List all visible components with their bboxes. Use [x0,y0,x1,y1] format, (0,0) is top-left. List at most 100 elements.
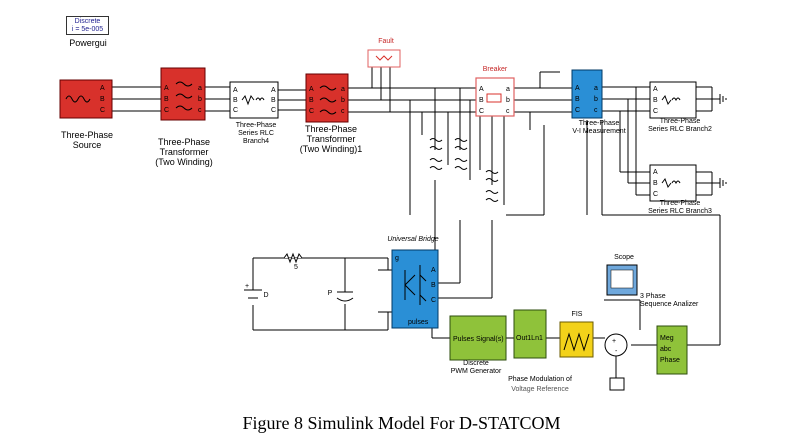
t2-in-port-a: A [309,86,314,93]
fault-icon [375,55,393,61]
coupling-coil-icon [429,138,443,150]
breaker-out-port-b: b [506,97,510,104]
seq-analyzer-label: 3 Phase Sequence Analizer [640,293,699,308]
dc-plus: + [245,283,249,290]
dc-source-icon [244,288,262,299]
vi-out-port-a: a [594,85,598,92]
coil-icon [175,81,193,111]
fis-label: FIS [571,311,583,318]
rlc4-label: Three-Phase Series RLC Branch4 [235,122,277,145]
sum-block [604,333,628,357]
vi-in-port-b: B [575,96,580,103]
ground-icon-1 [719,94,727,104]
coupling-coil-icon [454,158,468,170]
fault-block [367,49,401,68]
breaker-in-port-c: C [479,108,484,115]
rlc3-block [649,164,697,202]
breaker-out-port-c: c [506,108,510,115]
sum-minus: - [615,348,618,355]
rlc2-port-c: C [653,108,658,115]
vi-out-port-c: c [594,107,598,114]
source-port-b: B [100,96,105,103]
t2-out-port-c: c [341,108,345,115]
igbt-icon [404,265,427,305]
rlc4-in-port-c: C [233,107,238,114]
coupling-coil-icon [485,190,499,202]
scope-screen-icon [610,269,634,289]
pwm-port-text: Pulses Signal(s) [453,336,504,343]
breaker-icon [486,93,502,103]
vi-in-port-c: C [575,107,580,114]
seq-port-1: abc [660,346,672,353]
sine-icon [65,95,91,103]
out-block [513,309,547,359]
t1-in-port-a: A [164,85,169,92]
coupling-coil-icon [485,170,499,182]
breaker-out-port-a: a [506,86,510,93]
rlc4-in-port-a: A [233,87,238,94]
fault-label: Fault [378,38,394,45]
wires [112,67,721,380]
rlc3-label: Three-Phase Series RLC Branch3 [648,200,712,215]
bridge-port-pulses: pulses [408,319,429,326]
t2-in-port-c: C [309,108,314,115]
t1-in-port-c: C [164,107,169,114]
coupling-coil-icon [429,158,443,170]
pwm-generator-block [449,315,507,361]
fis-block [559,321,594,358]
sum-plus: + [612,338,616,345]
rlc4-out-port-a: A [271,87,276,94]
rlc2-icon [661,94,681,106]
transformer2-label: Three-Phase Transformer (Two Winding)1 [299,124,363,154]
rlc3-port-b: B [653,180,658,187]
vi-out-port-b: b [594,96,598,103]
t1-out-port-c: c [198,107,202,114]
rlc2-block [649,81,697,119]
transformer1-block[interactable] [160,67,206,121]
breaker-block [475,77,515,117]
transformer1-label: Three-Phase Transformer (Two Winding) [155,137,213,167]
sequence-analyzer-block [656,325,688,375]
resistor-icon [283,252,303,264]
seq-port-0: Meg [660,335,674,342]
scope-label: Scope [614,254,634,261]
out-block-text: Out1Ln1 [516,335,543,342]
bridge-port-g: g [395,255,399,262]
constant-block [609,377,625,391]
universal-bridge-block [391,249,439,329]
source-port-a: A [100,85,105,92]
coupling-coil-icon [454,138,468,150]
rlc-icon [241,94,265,106]
bridge-port-b: B [431,282,436,289]
bridge-port-a: A [431,267,436,274]
circuit-diagram: ABCABCabcABCABCABCabcABCabcABCabcABCABCg… [59,49,727,391]
powergui-block[interactable]: Discrete i = 5e-005 [66,16,109,35]
three-phase-source-block [59,79,113,119]
figure-caption: Figure 8 Simulink Model For D-STATCOM [242,413,561,433]
diode-label: D [263,292,269,299]
powergui-line1: Discrete [74,18,101,25]
rlc3-port-c: C [653,191,658,198]
seq-port-2: Phase [660,357,680,364]
rlc3-icon [661,177,681,189]
phase-mod-sub-label: Voltage Reference [511,386,569,393]
resistor-label: 5 [294,264,298,271]
ground-icon-2 [719,178,727,188]
rlc2-port-a: A [653,86,658,93]
powergui-line2: i = 5e-005 [71,26,104,33]
source-label: Three-Phase Source [60,130,114,150]
bridge-port-c: C [431,297,436,304]
t2-out-port-b: b [341,97,345,104]
universal-bridge-label: Universal Bridge [387,236,439,243]
source-port-c: C [100,107,105,114]
t2-in-port-b: B [309,97,314,104]
rlc4-out-port-c: C [271,107,276,114]
t1-out-port-b: b [198,96,202,103]
breaker-in-port-b: B [479,97,484,104]
t1-out-port-a: a [198,85,202,92]
pwm-label: Discrete PWM Generator [450,360,502,375]
cap-label: P [327,290,333,297]
rlc2-label: Three-Phase Series RLC Branch2 [648,118,712,133]
capacitor-icon [336,291,354,302]
membership-icon [563,332,590,352]
